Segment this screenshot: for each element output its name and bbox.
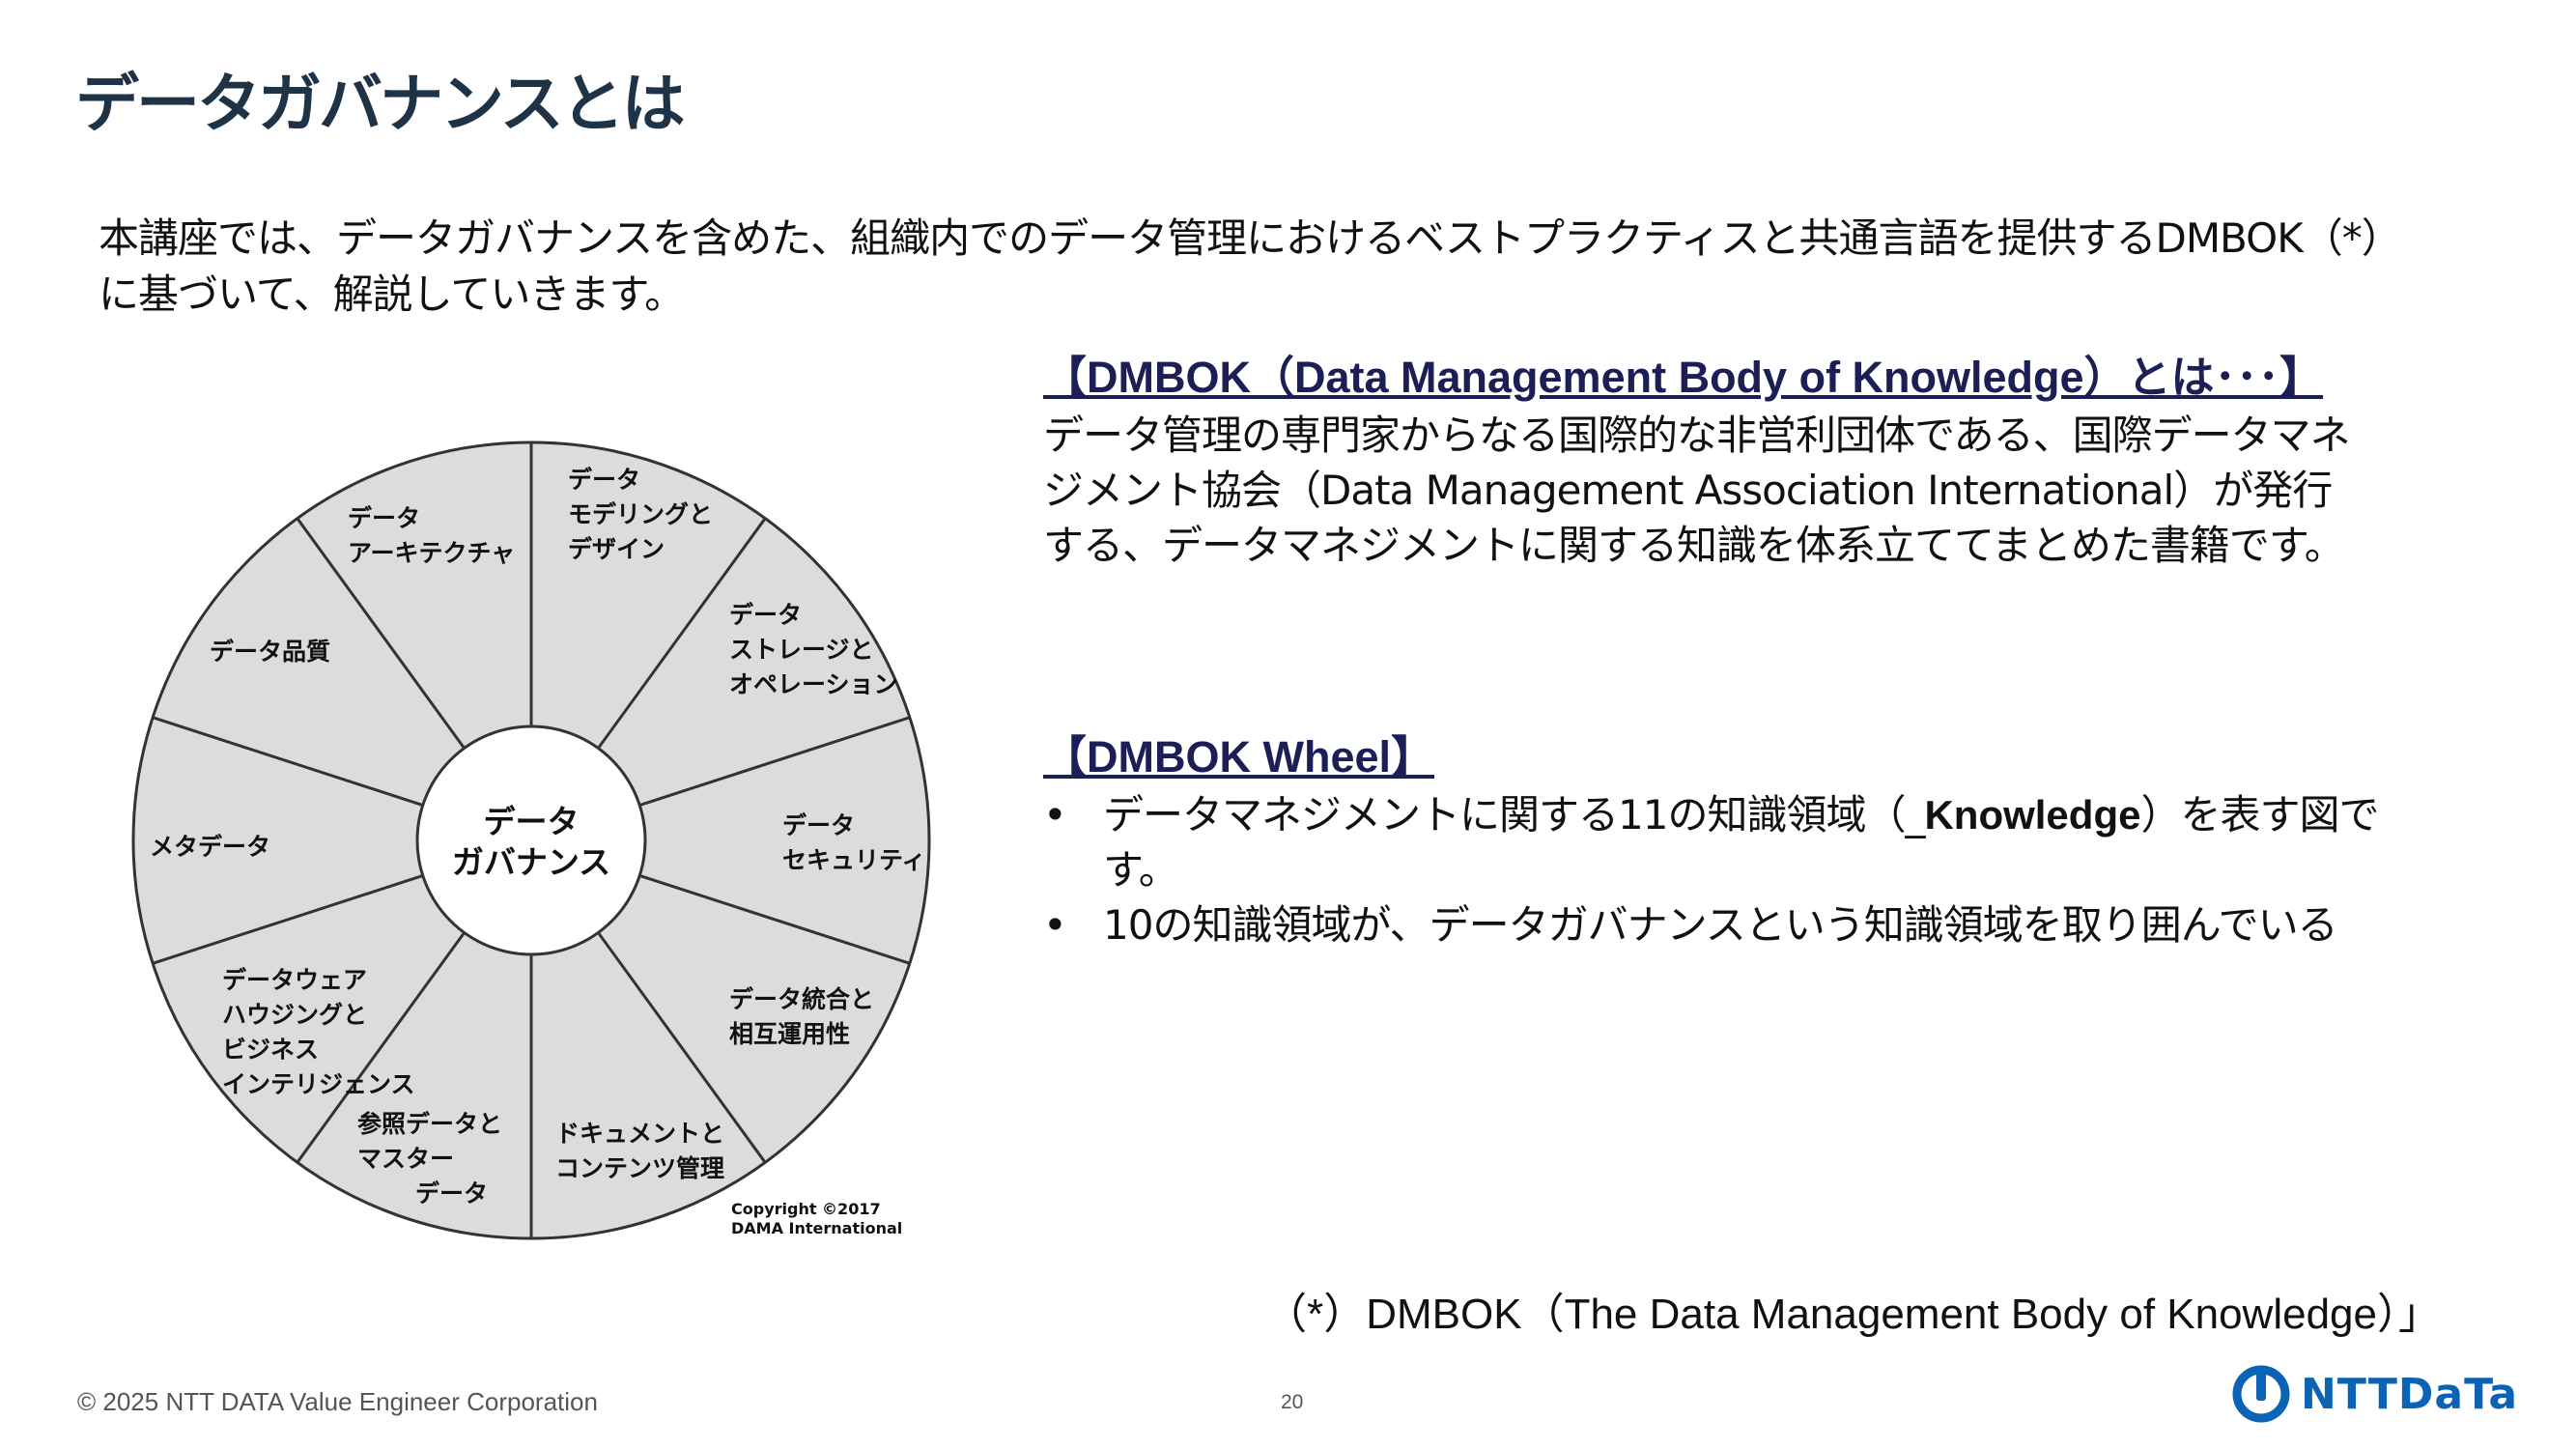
dmbok-line-2: ジメント協会（Data Management Association Inter… (1043, 467, 2333, 514)
bullet-dot-icon: • (1043, 901, 1067, 949)
wheel-divider (638, 716, 911, 807)
wheel-segment-label: 参照データとマスターデータ (357, 1110, 502, 1208)
wheel-segment-label-line: データ (782, 811, 855, 839)
footer-copyright: © 2025 NTT DATA Value Engineer Corporati… (77, 1387, 598, 1416)
wheel-bullet-list: • データマネジメントに関する11の知識領域（_Knowledge）を表す図で … (1043, 787, 2511, 952)
ntt-data-logo: NTTDaTa (2231, 1364, 2518, 1424)
wheel-segment-label-line: ドキュメントと (555, 1120, 724, 1148)
wheel-segment-label-line: データ (568, 466, 640, 494)
bullet-item-1: • データマネジメントに関する11の知識領域（_Knowledge）を表す図で … (1043, 787, 2511, 897)
wheel-segment-label: データウェアハウジングとビジネスインテリジェンス (222, 966, 415, 1098)
wheel-divider (152, 874, 424, 965)
wheel-segment-label: ドキュメントとコンテンツ管理 (555, 1120, 724, 1182)
wheel-segment-label-line: デザイン (568, 535, 665, 563)
wheel-segment-label-line: アーキテクチャ (348, 539, 515, 567)
bullet1-post: ）を表す図で (2140, 791, 2379, 838)
dmbok-wheel: データモデリングとデザインデータストレージとオペレーションデータセキュリティデー… (121, 430, 942, 1251)
wheel-copyright-line-2: DAMA International (731, 1219, 902, 1237)
intro-line-1: 本講座では、データガバナンスを含めた、組織内でのデータ管理におけるベストプラクテ… (99, 214, 2402, 262)
wheel-divider (296, 517, 466, 750)
footnote: （*）DMBOK（The Data Management Body of Kno… (1264, 1291, 2441, 1338)
dmbok-description: データ管理の専門家からなる国際的な非営利団体である、国際データマネ ジメント協会… (1043, 408, 2511, 573)
wheel-segment-label: データモデリングとデザイン (568, 466, 713, 563)
wheel-segment-label-line: データ統合と (729, 985, 874, 1013)
wheel-segment-label: データセキュリティ (782, 811, 926, 874)
dmbok-line-1: データ管理の専門家からなる国際的な非営利団体である、国際データマネ (1043, 412, 2351, 459)
wheel-copyright-line-1: Copyright ©2017 (731, 1200, 881, 1218)
wheel-segment-label-line: データウェア (222, 966, 367, 994)
wheel-divider (597, 931, 767, 1164)
wheel-segment-label-line: ハウジングと (222, 1001, 367, 1029)
bullet1-bold: Knowledge (1924, 792, 2141, 838)
wheel-center-label-line: データ (484, 803, 580, 840)
intro-line-2: に基づいて、解説していきます。 (99, 270, 685, 318)
wheel-segment-label-line: 相互運用性 (729, 1020, 850, 1048)
page-number: 20 (1281, 1391, 1304, 1413)
page-title: データガバナンスとは (75, 67, 686, 141)
wheel-segment-label-line: データ (348, 504, 420, 532)
dmbok-heading: 【DMBOK（Data Management Body of Knowledge… (1043, 353, 2324, 402)
wheel-segment-label-line: メタデータ (150, 833, 270, 861)
wheel-center-label: データガバナンス (452, 803, 610, 881)
intro-text: 本講座では、データガバナンスを含めた、組織内でのデータ管理におけるベストプラクテ… (99, 211, 2533, 323)
bullet-item-2: • 10の知識領域が、データガバナンスという知識領域を取り囲んでいる (1043, 897, 2511, 952)
wheel-segment-label: メタデータ (150, 833, 270, 861)
wheel-segment-label: データ品質 (210, 638, 330, 666)
dmbok-wheel-graphic: データモデリングとデザインデータストレージとオペレーションデータセキュリティデー… (131, 440, 931, 1240)
wheel-segment-label: データアーキテクチャ (348, 504, 515, 567)
wheel-segment-label-line: ビジネス (222, 1036, 319, 1064)
wheel-divider (296, 931, 466, 1164)
logo-text: NTTDaTa (2301, 1369, 2519, 1419)
wheel-segment-label-line: オペレーション (729, 670, 898, 698)
wheel-divider (638, 874, 911, 965)
ntt-data-logo-icon (2232, 1365, 2290, 1423)
wheel-segment-label-line: インテリジェンス (222, 1070, 415, 1098)
wheel-segment-label-line: データ (415, 1179, 488, 1208)
wheel-center-circle (415, 724, 647, 956)
bullet1-pre: データマネジメントに関する11の知識領域（_ (1103, 791, 1925, 838)
wheel-segment-label-line: 参照データと (357, 1110, 502, 1138)
wheel-segment-label: データストレージとオペレーション (729, 601, 898, 698)
wheel-segment-label-line: データ品質 (210, 638, 330, 666)
wheel-segment-label-line: モデリングと (568, 500, 713, 528)
wheel-divider (152, 716, 424, 807)
wheel-divider (597, 517, 767, 750)
wheel-heading: 【DMBOK Wheel】 (1043, 732, 1435, 781)
wheel-center-label-line: ガバナンス (452, 843, 610, 881)
bullet1-line-2: す。 (1103, 846, 1179, 894)
wheel-segment-label-line: マスター (357, 1145, 454, 1173)
bullet-dot-icon: • (1043, 791, 1067, 838)
wheel-segment-label-line: データ (729, 601, 802, 629)
wheel-segment-label-line: セキュリティ (782, 846, 926, 874)
dmbok-line-3: する、データマネジメントに関する知識を体系立ててまとめた書籍です。 (1043, 522, 2345, 569)
wheel-segment-label-line: ストレージと (729, 636, 874, 664)
wheel-segment-label-line: コンテンツ管理 (555, 1154, 724, 1182)
bullet2-text: 10の知識領域が、データガバナンスという知識領域を取り囲んでいる (1103, 901, 2338, 949)
wheel-segment-label: データ統合と相互運用性 (729, 985, 874, 1048)
